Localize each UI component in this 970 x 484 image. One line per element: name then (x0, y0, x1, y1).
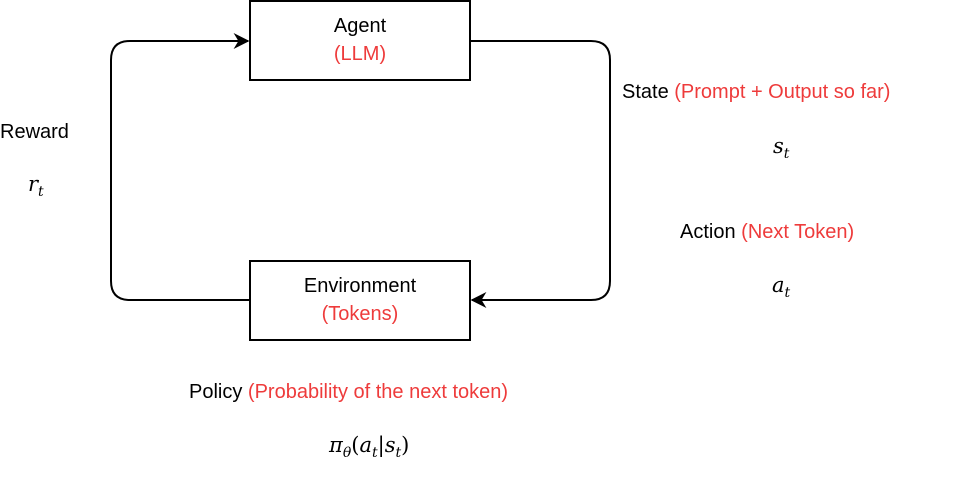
policy-a-subscript: t (371, 445, 378, 461)
policy-open-paren: ( (351, 433, 360, 457)
reward-symbol: rt (28, 172, 44, 200)
reward-subscript: t (38, 184, 44, 200)
policy-formula: πθ(at|st) (329, 433, 409, 461)
action-symbol: at (772, 273, 790, 301)
environment-box (249, 260, 471, 341)
state-subscript: t (783, 146, 790, 162)
agent-subtitle: (LLM) (333, 43, 387, 65)
action-arrow (470, 40, 611, 308)
policy-detail: (Probability of the next token) (247, 381, 509, 403)
action-var: a (772, 273, 785, 297)
agent-box (249, 0, 471, 81)
state-symbol: st (773, 134, 789, 162)
environment-subtitle: (Tokens) (321, 303, 399, 325)
state-detail: (Prompt + Output so far) (674, 81, 891, 103)
reward-arrow (110, 33, 250, 301)
reward-label: Reward (0, 121, 69, 143)
state-label-line: State (Prompt + Output so far) (622, 81, 890, 104)
state-label: State (622, 81, 669, 103)
policy-s-subscript: t (395, 445, 402, 461)
agent-label: Agent (LLM) (250, 12, 470, 68)
action-label-line: Action (Next Token) (680, 221, 854, 244)
policy-bar: | (377, 433, 385, 457)
policy-label: Policy (189, 381, 243, 403)
reward-var: r (28, 172, 39, 196)
agent-title: Agent (333, 15, 387, 37)
action-detail: (Next Token) (741, 221, 855, 243)
environment-title: Environment (303, 275, 417, 297)
action-subscript: t (784, 285, 791, 301)
policy-label-line: Policy (Probability of the next token) (189, 381, 508, 404)
action-label: Action (680, 221, 736, 243)
environment-label: Environment (Tokens) (250, 272, 470, 328)
state-var: s (773, 134, 784, 158)
policy-theta: θ (342, 445, 352, 461)
policy-s: s (384, 433, 396, 457)
policy-a: a (359, 433, 372, 457)
policy-pi: π (329, 433, 343, 457)
policy-close-paren: ) (401, 433, 410, 457)
